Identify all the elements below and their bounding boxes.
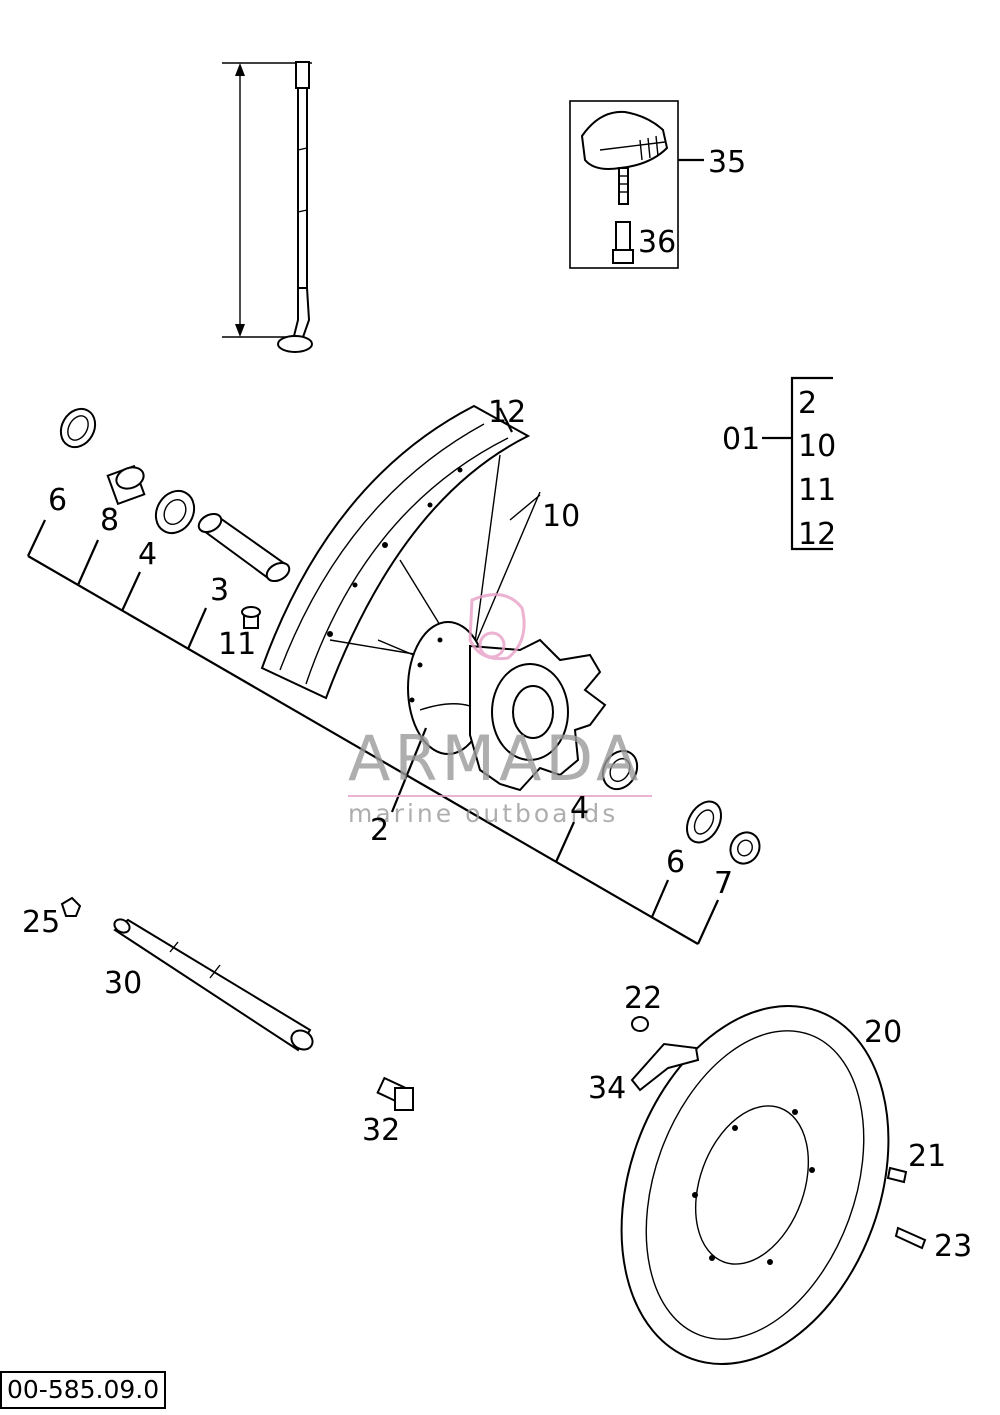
bolt-32 (376, 1076, 414, 1111)
callout-35: 35 (708, 145, 746, 180)
seal-6-left (59, 407, 97, 449)
callout-4-right: 4 (570, 791, 589, 826)
callout-10: 10 (542, 499, 580, 534)
axle-30 (113, 918, 314, 1052)
valve-detail-box (569, 100, 704, 269)
callout-7: 7 (714, 866, 733, 901)
callout-20: 20 (864, 1015, 902, 1050)
callout-23: 23 (934, 1229, 972, 1264)
callout-6-left: 6 (48, 483, 67, 518)
seal-6-right (685, 800, 723, 844)
callout-8: 8 (100, 503, 119, 538)
callout-34: 34 (588, 1071, 626, 1106)
nipple-11 (241, 606, 261, 629)
callout-4-left: 4 (138, 537, 157, 572)
callout-11: 11 (218, 627, 256, 662)
spacer-7 (729, 831, 761, 865)
nut-22 (631, 1016, 649, 1032)
spacer-8 (106, 464, 146, 506)
callout-12: 12 (488, 395, 526, 430)
callout-21: 21 (908, 1139, 946, 1174)
callout-30: 30 (104, 966, 142, 1001)
group-item-1: 2 (798, 386, 817, 421)
watermark-brand: ARMADA (348, 722, 642, 795)
callout-22: 22 (624, 981, 662, 1016)
callout-25: 25 (22, 905, 60, 940)
assembly-group-bracket (762, 376, 833, 551)
spoke-part (277, 61, 313, 353)
bolt-23 (894, 1226, 927, 1250)
group-item-2: 10 (798, 429, 836, 464)
callout-36: 36 (638, 225, 676, 260)
callout-6-right: 6 (666, 845, 685, 880)
watermark-tagline: marine outboards (348, 799, 618, 828)
watermark: ARMADA marine outboards (348, 593, 652, 828)
bearing-4-right (601, 749, 639, 791)
callout-32: 32 (362, 1113, 400, 1148)
group-item-3: 11 (798, 473, 836, 508)
callout-2: 2 (370, 813, 389, 848)
spacer-tube-3 (197, 512, 291, 583)
document-number: 00-585.09.0 (0, 1371, 167, 1409)
brake-disc-20 (620, 1004, 890, 1366)
bracket-34 (630, 1042, 700, 1092)
callout-01: 01 (722, 422, 760, 457)
assembly-axis (27, 407, 720, 945)
bolt-21 (886, 1166, 908, 1184)
rim-part (260, 404, 531, 700)
callout-3: 3 (210, 573, 229, 608)
bearing-4-left (154, 489, 196, 535)
group-item-4: 12 (798, 517, 836, 552)
nut-25 (60, 896, 82, 917)
hub-part (407, 621, 607, 792)
